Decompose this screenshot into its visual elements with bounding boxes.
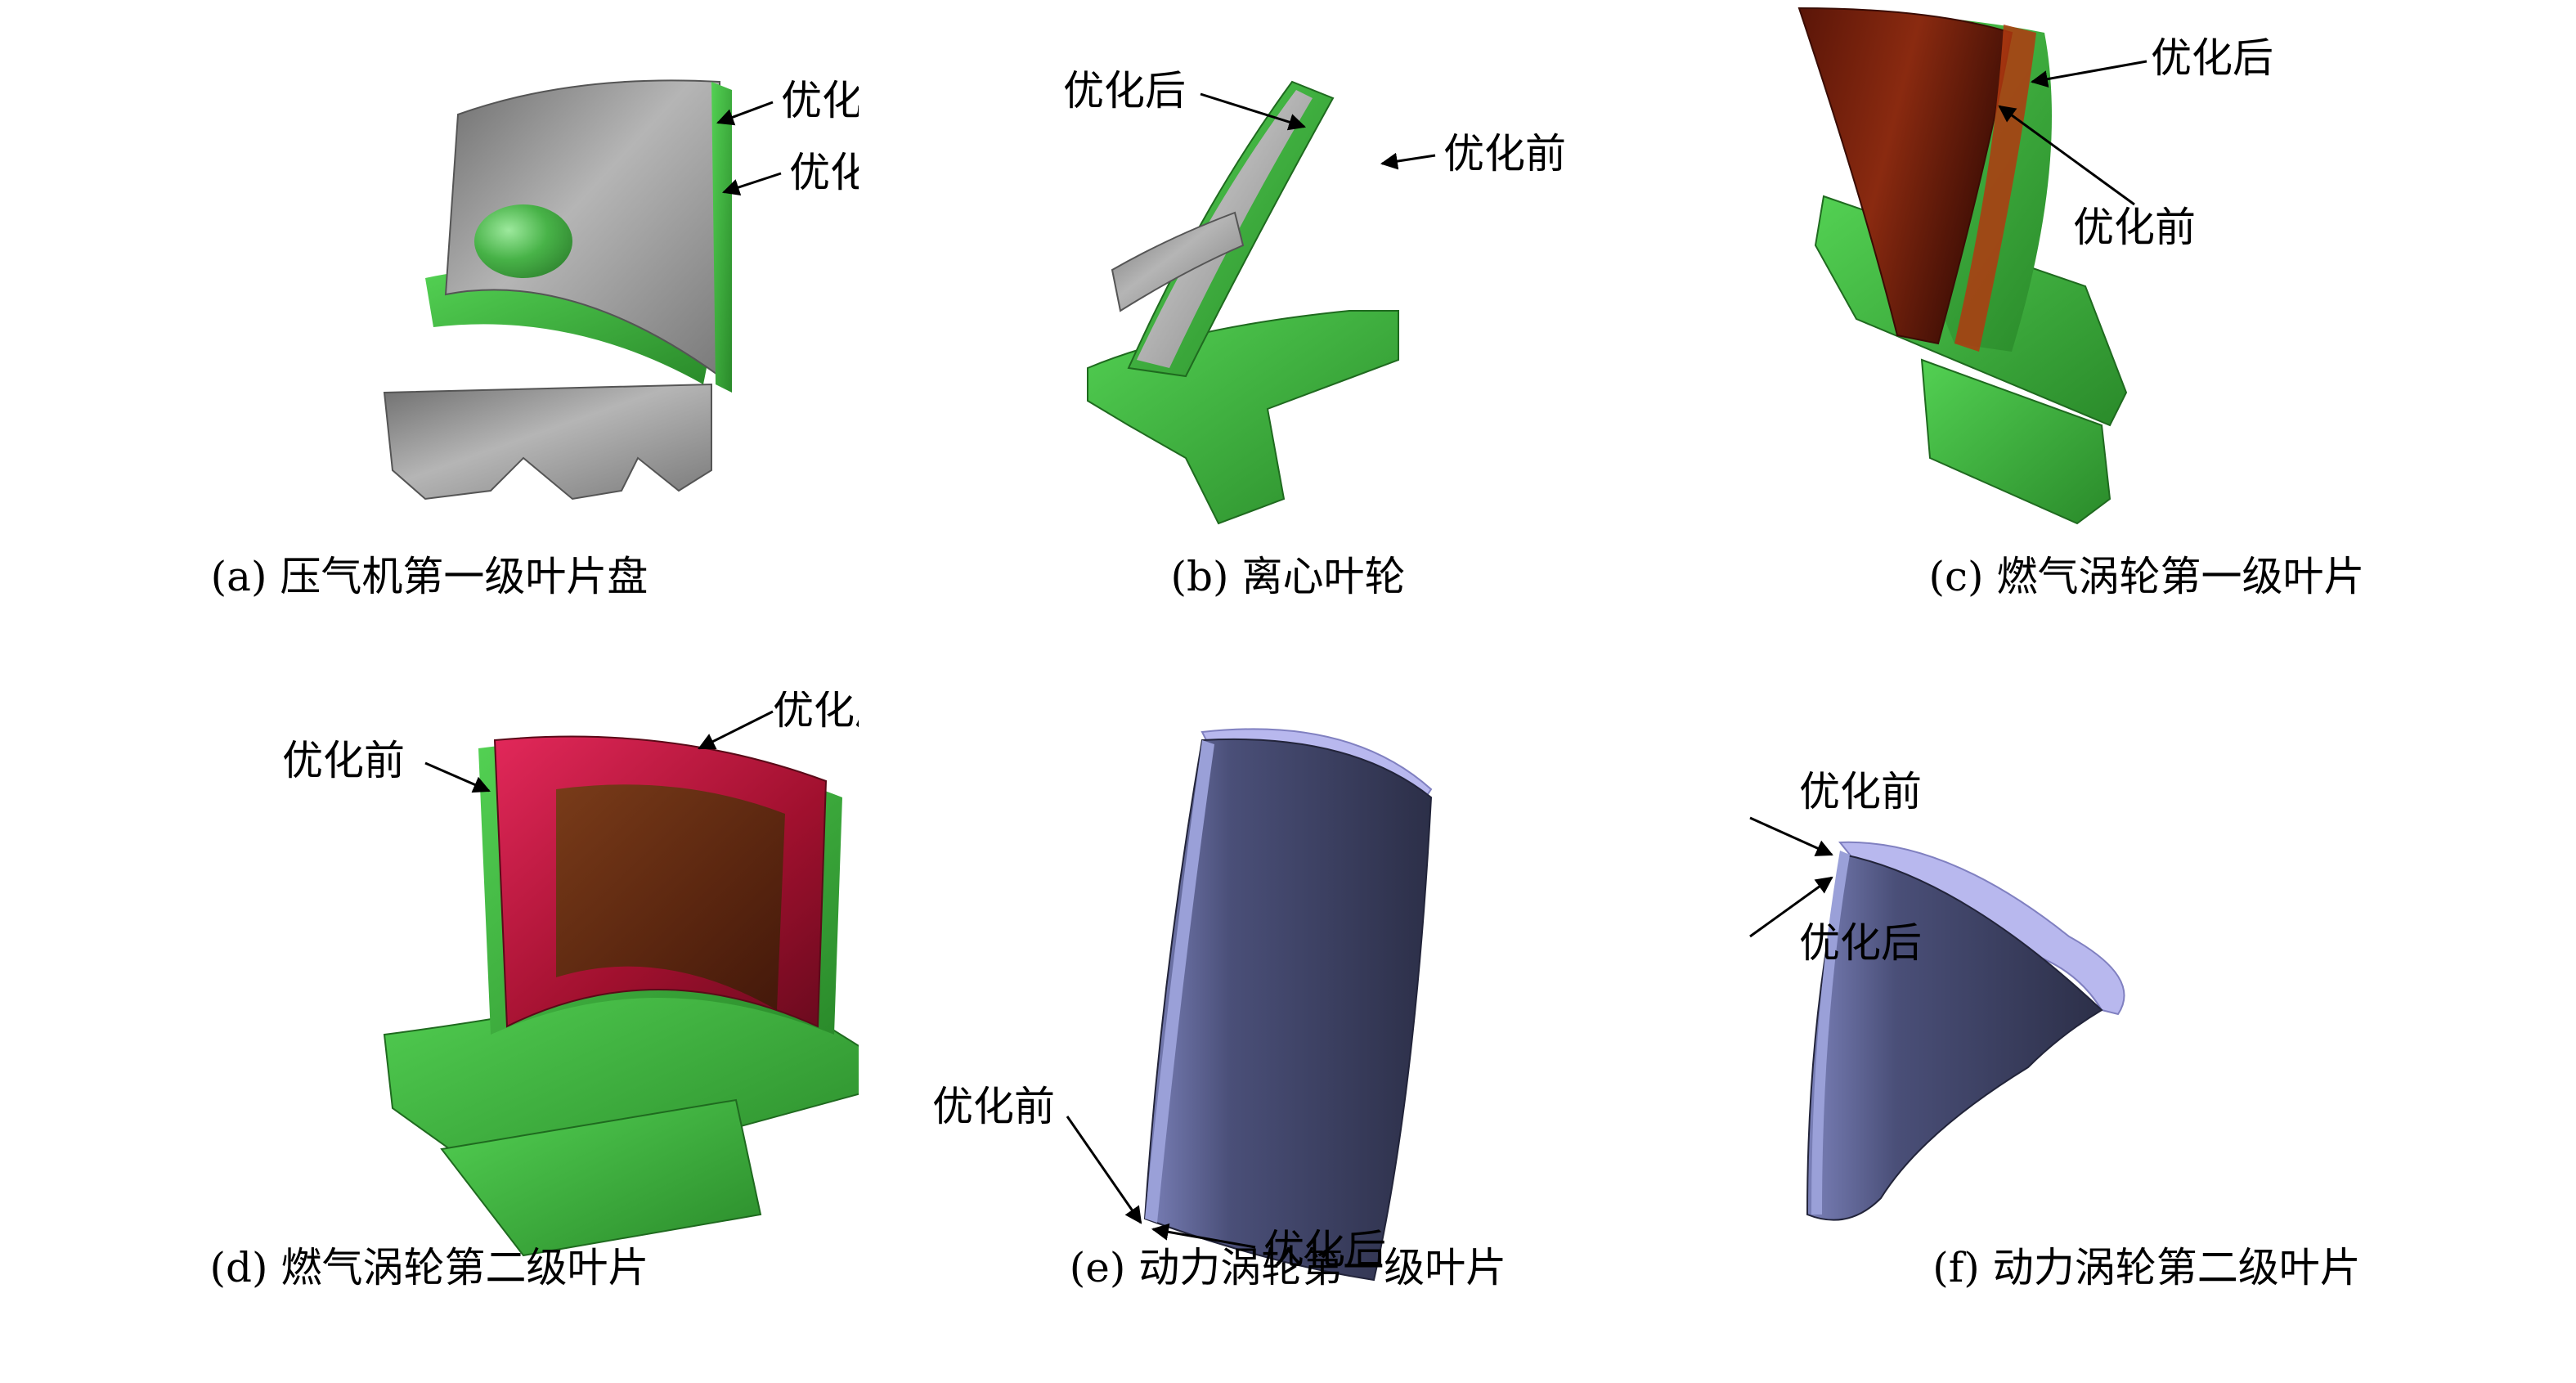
blade-after-edge [711,82,732,393]
panel-a: 优化前 优化后 (a) 压气机第一级叶片盘 [0,0,859,691]
label-after: 优化后 [773,691,859,734]
hub-body [1087,310,1399,525]
label-before: 优化前 [2073,204,2196,251]
label-before: 优化前 [932,1083,1055,1130]
panel-d: 优化前 优化后 (d) 燃气涡轮第二级叶片 [0,691,859,1382]
blade-body [1806,853,2103,1221]
caption-e: (e) 动力涡轮第一级叶片 [1069,1244,1507,1291]
blade-after-rust [1797,7,2013,345]
label-after: 优化后 [789,149,859,196]
caption-f: (f) 动力涡轮第二级叶片 [1932,1244,2361,1291]
blade-second [1111,211,1245,312]
label-before: 优化前 [1799,768,1922,815]
label-after: 优化后 [1063,67,1186,115]
panel-b: 优化后 优化前 (b) 离心叶轮 [859,0,1717,691]
label-before: 优化前 [781,77,859,124]
root [1920,358,2112,525]
gas-turbine-stage2-blade-diagram: 优化前 优化后 [282,691,859,1257]
label-after: 优化后 [1263,1226,1386,1273]
label-before: 优化前 [1443,130,1566,177]
disk-rim-green [425,270,711,384]
caption-c: (c) 燃气涡轮第一级叶片 [1928,553,2365,600]
label-before: 优化前 [282,737,405,784]
highlight [474,204,572,278]
centrifugal-impeller-diagram: 优化后 优化前 [1063,67,1566,525]
compressor-bladed-disk-diagram: 优化前 优化后 [383,77,859,501]
label-after: 优化后 [1799,919,1922,967]
panel-f: 优化前 优化后 (f) 动力涡轮第二级叶片 [1717,691,2576,1382]
root [440,1098,762,1257]
caption-d: (d) 燃气涡轮第二级叶片 [209,1244,649,1291]
caption-b: (b) 离心叶轮 [1170,553,1406,600]
caption-a: (a) 压气机第一级叶片盘 [210,553,648,600]
blade-inner-face [556,784,785,1010]
panel-c: 优化后 优化前 (c) 燃气涡轮第一级叶片 [1717,0,2576,691]
blade-body [1143,738,1433,1282]
disk-base [383,383,712,501]
power-turbine-stage2-blade-diagram: 优化前 优化后 [1749,768,2125,1221]
gas-turbine-stage1-blade-diagram: 优化后 优化前 [1797,7,2273,525]
power-turbine-stage1-blade-diagram: 优化前 优化后 [932,728,1433,1282]
label-after: 优化后 [2151,34,2273,82]
panel-e: 优化前 优化后 (e) 动力涡轮第一级叶片 [859,691,1717,1382]
blade-before-edge [1145,740,1214,1223]
blade-before-edge [1811,851,1850,1215]
